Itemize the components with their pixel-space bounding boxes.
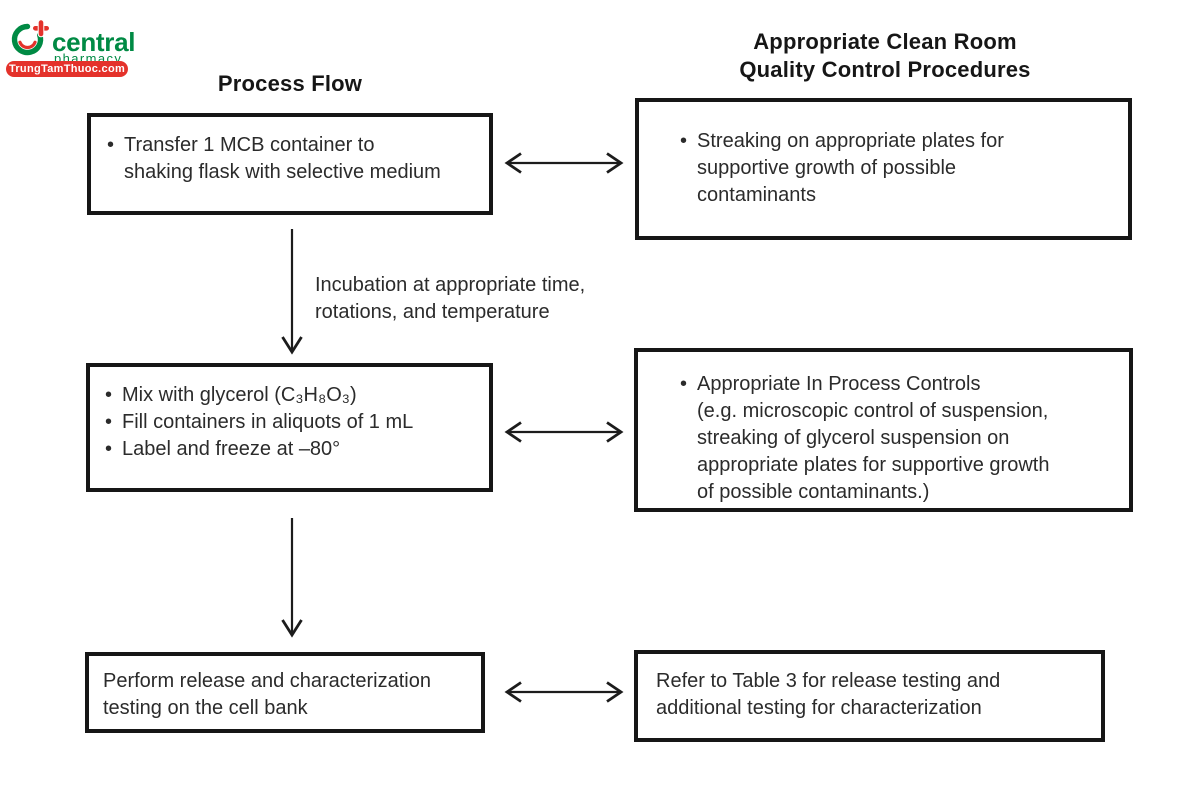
box-line: shaking flask with selective medium: [124, 161, 441, 183]
incubation-note-line2: rotations, and temperature: [315, 301, 550, 323]
box-line: (e.g. microscopic control of suspension,: [697, 400, 1049, 422]
box-line: supportive growth of possible: [697, 157, 957, 179]
bullet-icon: •: [680, 373, 688, 395]
double-arrow-release-refer: [504, 681, 624, 703]
qc-procedures-title: Appropriate Clean Room Quality Control P…: [635, 28, 1135, 84]
box-in-process-controls: • Appropriate In Process Controls (e.g. …: [634, 348, 1133, 512]
logo-banner: TrungTamThuoc.com: [6, 61, 128, 77]
box-transfer-mcb: • Transfer 1 MCB container to shaking fl…: [87, 113, 493, 215]
process-flow-title: Process Flow: [217, 71, 363, 96]
bullet-icon: •: [107, 134, 115, 156]
box-streaking-plates: • Streaking on appropriate plates for su…: [635, 98, 1132, 240]
box-line: streaking of glycerol suspension on: [697, 427, 1010, 449]
double-arrow-mix-controls: [504, 421, 624, 443]
qc-title-line1: Appropriate Clean Room: [753, 29, 1017, 54]
bullet-icon: •: [680, 130, 688, 152]
bullet-icon: •: [105, 384, 113, 406]
box-line: Label and freeze at –80°: [122, 438, 341, 460]
box-line: Transfer 1 MCB container to: [124, 134, 375, 156]
down-arrow-incubation: [281, 229, 303, 355]
box-line: of possible contaminants.): [697, 481, 930, 503]
box-line: additional testing for characterization: [656, 697, 982, 719]
bullet-icon: •: [105, 411, 113, 433]
bullet-icon: •: [105, 438, 113, 460]
box-line: Fill containers in aliquots of 1 mL: [122, 411, 414, 433]
logo-central-pharmacy: central pharmacy TrungTamThuoc.com: [6, 12, 136, 80]
box-line: Refer to Table 3 for release testing and: [656, 670, 1001, 692]
incubation-note-line1: Incubation at appropriate time,: [315, 274, 586, 296]
logo-brand-text: central: [52, 27, 136, 57]
box-line: Streaking on appropriate plates for: [697, 130, 1004, 152]
box-line: contaminants: [697, 184, 816, 206]
incubation-note: Incubation at appropriate time, rotation…: [315, 272, 585, 326]
box-release-testing: Perform release and characterization tes…: [85, 652, 485, 733]
down-arrow-to-release: [281, 518, 303, 638]
box-refer-table3: Refer to Table 3 for release testing and…: [634, 650, 1105, 742]
box-line: Perform release and characterization: [103, 670, 431, 692]
box-mix-glycerol: • Mix with glycerol (C₃H₈O₃) • Fill cont…: [86, 363, 493, 492]
box-line: testing on the cell bank: [103, 697, 308, 719]
box-line: Mix with glycerol (C₃H₈O₃): [122, 384, 357, 406]
box-line: appropriate plates for supportive growth: [697, 454, 1050, 476]
pharmacy-cross-icon: [11, 19, 50, 56]
qc-title-line2: Quality Control Procedures: [739, 57, 1031, 82]
double-arrow-transfer-streaking: [504, 152, 624, 174]
box-line: Appropriate In Process Controls: [697, 373, 981, 395]
